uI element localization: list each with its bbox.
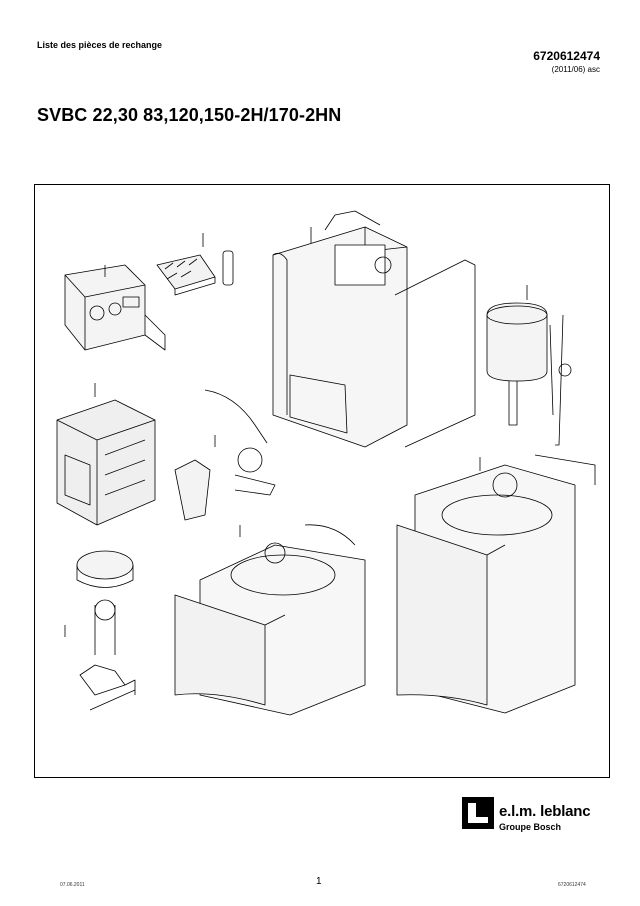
expansion-vessel-part (486, 285, 572, 446)
document-type: Liste des pièces de rechange (37, 40, 163, 50)
model-title: SVBC 22,30 83,120,150-2H/170-2HN (37, 105, 342, 125)
document-number: 6720612474 (533, 49, 600, 63)
fittings-tray-part (156, 233, 234, 296)
brand-group: Groupe Bosch (499, 822, 562, 832)
control-panel-part (64, 264, 166, 351)
boiler-casing-part (272, 210, 476, 448)
footer-document-number: 6720612474 (558, 882, 586, 888)
elm-leblanc-logo-icon (462, 797, 494, 829)
document-date: (2011/06) asc (551, 65, 600, 74)
footer-date: 07.06.2011 (60, 882, 85, 888)
pump-assembly-part (174, 389, 276, 521)
exploded-view-figure (34, 184, 610, 778)
exploded-view-drawing (56, 210, 596, 716)
heat-exchanger-part (56, 383, 156, 526)
brand-name: e.l.m. leblanc (499, 803, 591, 820)
page-number: 1 (316, 876, 322, 887)
floor-boiler-small-part (174, 524, 366, 716)
floor-boiler-large-part (396, 454, 596, 714)
fan-burner-part (64, 550, 136, 711)
